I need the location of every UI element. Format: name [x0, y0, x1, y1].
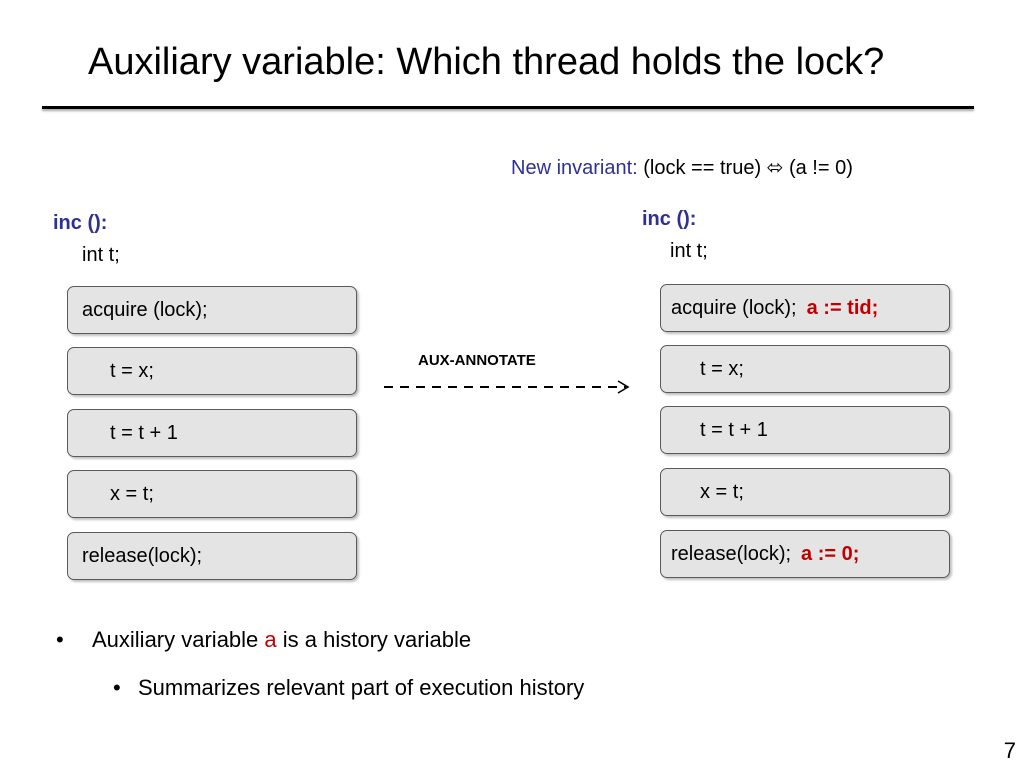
right-stmt-read-text: t = x;: [700, 358, 744, 380]
left-stmt-release: release(lock);: [67, 532, 357, 580]
invariant-text: (lock == true) ⬄ (a != 0): [637, 157, 853, 179]
right-stmt-increment-text: t = t + 1: [700, 419, 768, 441]
left-stmt-write: x = t;: [67, 470, 357, 518]
acquire-annotation: a := tid;: [806, 297, 879, 319]
bullet-1-highlight: a: [264, 627, 277, 652]
left-stmt-increment-text: t = t + 1: [110, 422, 178, 444]
left-stmt-acquire-text: acquire (lock);: [82, 299, 208, 321]
left-stmt-read-text: t = x;: [110, 360, 154, 382]
right-stmt-release-text: release(lock);: [671, 543, 792, 565]
left-stmt-write-text: x = t;: [110, 483, 154, 505]
right-stmt-read: t = x;: [660, 345, 950, 393]
right-stmt-write-text: x = t;: [700, 481, 744, 503]
aux-annotate-label: AUX-ANNOTATE: [418, 352, 536, 369]
left-stmt-release-text: release(lock);: [82, 545, 203, 567]
dashed-arrow-icon: [384, 380, 630, 394]
left-stmt-read: t = x;: [67, 347, 357, 395]
bullet-1-post: is a history variable: [276, 627, 472, 652]
bullet-marker-2: •: [113, 675, 121, 700]
slide-title: Auxiliary variable: Which thread holds t…: [88, 41, 885, 83]
bullet-marker-1: •: [56, 627, 64, 652]
right-declaration: int t;: [670, 240, 708, 262]
left-declaration: int t;: [82, 244, 120, 266]
right-function-name: inc ():: [642, 208, 697, 230]
bullet-1: Auxiliary variable a is a history variab…: [92, 626, 471, 654]
bullet-2: Summarizes relevant part of execution hi…: [138, 675, 585, 700]
bullet-1-pre: Auxiliary variable: [92, 627, 265, 652]
invariant-line: New invariant: (lock == true) ⬄ (a != 0): [511, 155, 853, 181]
invariant-label: New invariant:: [511, 157, 638, 179]
right-stmt-acquire: acquire (lock); a := tid;: [660, 284, 950, 332]
right-stmt-release: release(lock); a := 0;: [660, 530, 950, 578]
title-divider: [42, 106, 974, 109]
left-stmt-acquire: acquire (lock);: [67, 286, 357, 334]
right-stmt-write: x = t;: [660, 468, 950, 516]
right-stmt-increment: t = t + 1: [660, 406, 950, 454]
page-number: 7: [1003, 738, 1016, 763]
left-function-name: inc ():: [53, 212, 108, 234]
left-stmt-increment: t = t + 1: [67, 409, 357, 457]
right-stmt-acquire-text: acquire (lock);: [671, 297, 797, 319]
release-annotation: a := 0;: [801, 543, 860, 565]
